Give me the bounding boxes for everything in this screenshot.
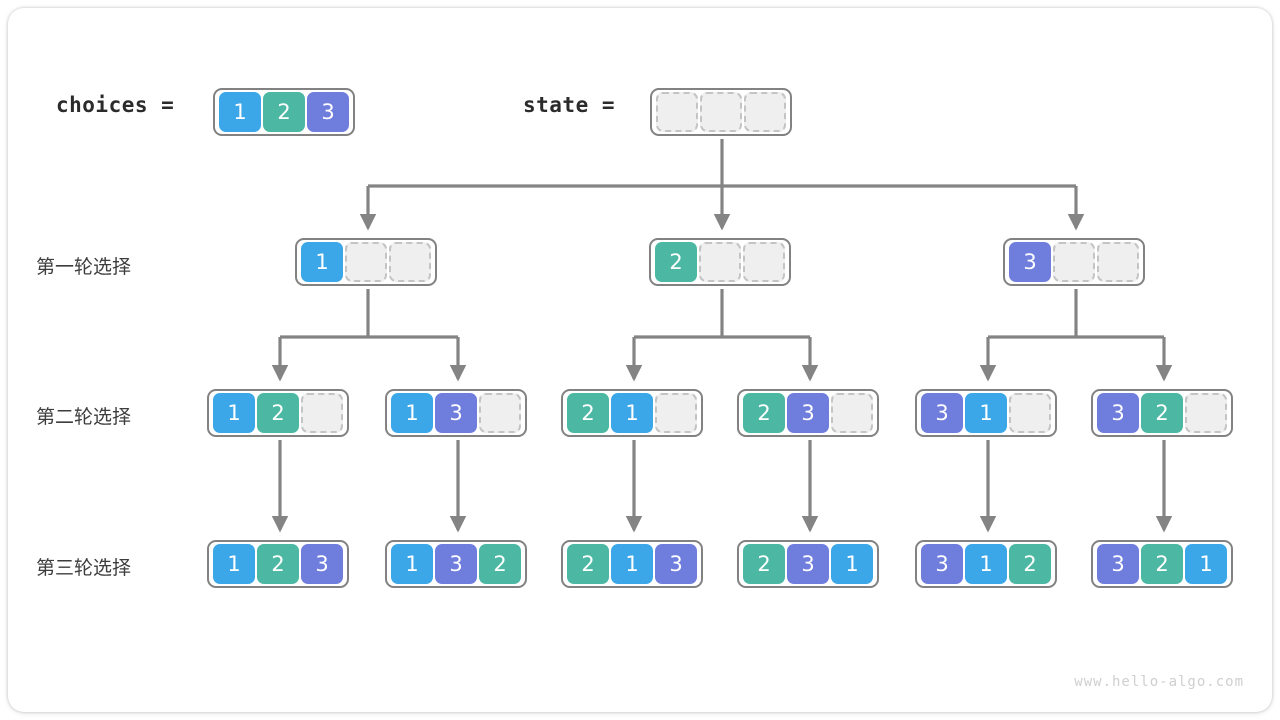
level2-node-4-cell-1: 2 (743, 393, 785, 433)
level3-node-1-cell-3: 3 (301, 544, 343, 584)
level2-node-5-empty-cell-3 (1009, 393, 1051, 433)
choices-cell-2: 2 (263, 92, 305, 132)
row-label-level-2: 第二轮选择 (36, 406, 132, 428)
level2-node-4-cell-2: 3 (787, 393, 829, 433)
root-state-array (650, 88, 792, 136)
level1-node-2: 2 (649, 238, 791, 286)
level3-node-6-cell-2: 2 (1141, 544, 1183, 584)
level1-node-1-cell-1: 1 (301, 242, 343, 282)
level3-node-3-cell-1: 2 (567, 544, 609, 584)
level1-node-1-empty-cell-2 (345, 242, 387, 282)
level3-node-1-cell-2: 2 (257, 544, 299, 584)
level2-node-1-cell-2: 2 (257, 393, 299, 433)
level3-node-4-cell-3: 1 (831, 544, 873, 584)
level2-node-2-cell-1: 1 (391, 393, 433, 433)
row-label-level-3: 第三轮选择 (36, 557, 132, 579)
level3-node-5-cell-1: 3 (921, 544, 963, 584)
watermark: www.hello-algo.com (1074, 674, 1244, 690)
level3-node-2-cell-2: 3 (435, 544, 477, 584)
level3-node-5-cell-3: 2 (1009, 544, 1051, 584)
level2-node-3-empty-cell-3 (655, 393, 697, 433)
level3-node-4-cell-1: 2 (743, 544, 785, 584)
level2-node-3-cell-2: 1 (611, 393, 653, 433)
choices-cell-1: 1 (219, 92, 261, 132)
level2-node-4-empty-cell-3 (831, 393, 873, 433)
level2-node-1-empty-cell-3 (301, 393, 343, 433)
level3-node-2-cell-1: 1 (391, 544, 433, 584)
level3-node-3-cell-3: 3 (655, 544, 697, 584)
row-label-level-1: 第一轮选择 (36, 256, 132, 278)
level3-node-6-cell-3: 1 (1185, 544, 1227, 584)
root-state-empty-cell-3 (744, 92, 786, 132)
level2-node-6-cell-1: 3 (1097, 393, 1139, 433)
level2-node-6-cell-2: 2 (1141, 393, 1183, 433)
level2-node-5-cell-2: 1 (965, 393, 1007, 433)
level1-node-3-empty-cell-3 (1097, 242, 1139, 282)
level1-node-1: 1 (295, 238, 437, 286)
root-state-empty-cell-2 (700, 92, 742, 132)
level2-node-2-empty-cell-3 (479, 393, 521, 433)
root-state-empty-cell-1 (656, 92, 698, 132)
level2-node-5-cell-1: 3 (921, 393, 963, 433)
level1-node-3: 3 (1003, 238, 1145, 286)
diagram-card (8, 8, 1272, 712)
level1-node-3-empty-cell-2 (1053, 242, 1095, 282)
level2-node-6-empty-cell-3 (1185, 393, 1227, 433)
level3-node-4-cell-2: 3 (787, 544, 829, 584)
level3-node-2-cell-3: 2 (479, 544, 521, 584)
level1-node-2-empty-cell-3 (743, 242, 785, 282)
level1-node-2-cell-1: 2 (655, 242, 697, 282)
level3-node-6-cell-1: 3 (1097, 544, 1139, 584)
level2-node-3-cell-1: 2 (567, 393, 609, 433)
level3-node-5-cell-2: 1 (965, 544, 1007, 584)
state-label: state = (523, 93, 616, 117)
choices-label: choices = (56, 93, 175, 117)
level2-node-2-cell-2: 3 (435, 393, 477, 433)
level3-node-3-cell-2: 1 (611, 544, 653, 584)
level1-node-3-cell-1: 3 (1009, 242, 1051, 282)
level3-node-1-cell-1: 1 (213, 544, 255, 584)
level1-node-2-empty-cell-2 (699, 242, 741, 282)
level1-node-1-empty-cell-3 (389, 242, 431, 282)
level2-node-1-cell-1: 1 (213, 393, 255, 433)
choices-cell-3: 3 (307, 92, 349, 132)
